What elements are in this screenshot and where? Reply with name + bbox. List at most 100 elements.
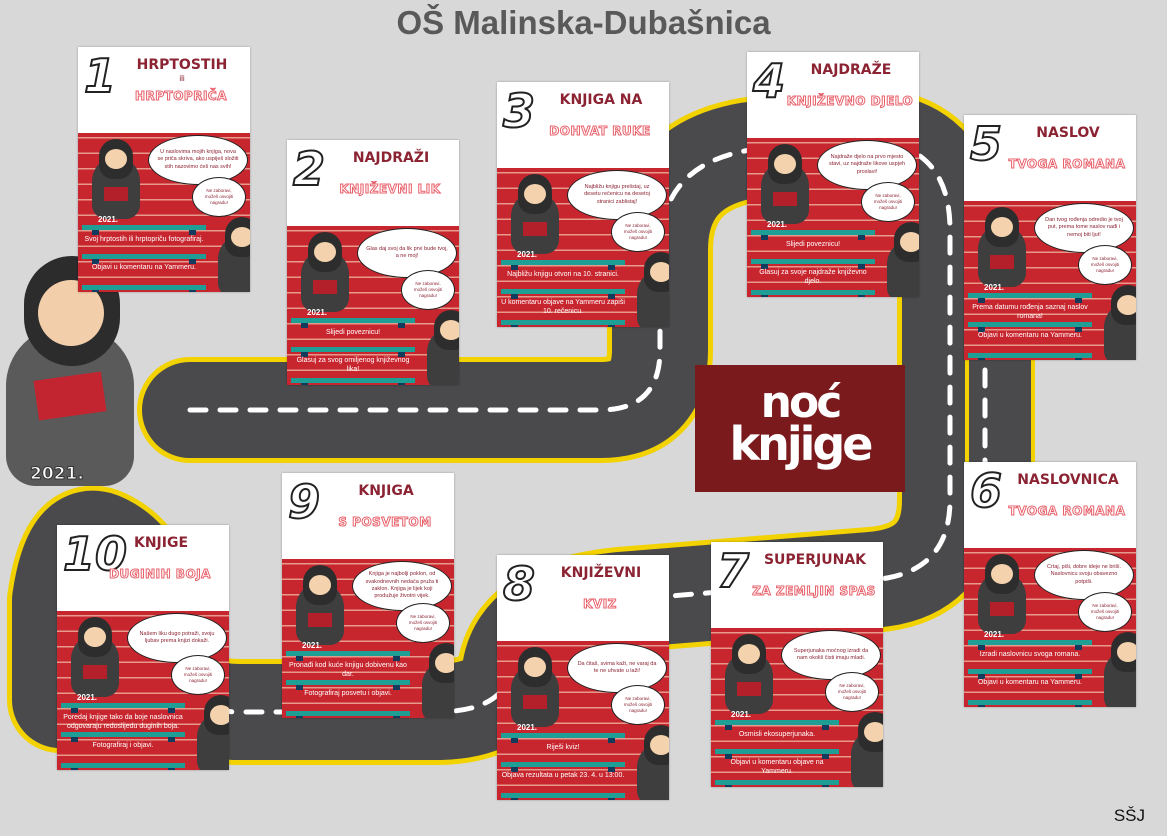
page-title: OŠ Malinska-Dubašnica <box>396 4 771 41</box>
shelf <box>968 700 1092 707</box>
card-title: NASLOVNICA <box>1017 472 1119 488</box>
card-subtitle: DOHVAT RUKE <box>549 124 651 139</box>
card-year: 2021. <box>302 641 323 650</box>
doll-icon <box>92 139 140 219</box>
card-number: 4 <box>752 53 786 109</box>
card-number: 1 <box>83 48 117 104</box>
reminder-bubble: Ne zaboravi, možeš osvojiti nagradu! <box>825 672 879 712</box>
small-doll-icon <box>422 643 454 718</box>
speech-bubble: Najbližu knjigu prelistaj, uz desetu reč… <box>567 170 667 220</box>
small-doll-icon <box>851 712 883 787</box>
challenge-card-8[interactable]: 8 KNJIŽEVNI KVIZ Da čitaš, svima kaži, n… <box>497 555 669 800</box>
speech-bubble: U naslovima mojih knjiga, nova se priča … <box>148 135 248 185</box>
shelf <box>715 780 839 787</box>
small-doll-icon <box>637 725 669 800</box>
challenge-card-4[interactable]: 4 NAJDRAŽE KNJIŽEVNO DJELO Najdraže djel… <box>747 52 919 297</box>
card-title: NASLOV <box>1036 125 1100 141</box>
shelf <box>291 318 415 328</box>
reminder-bubble: Ne zaboravi, možeš osvojiti nagradu! <box>401 270 455 310</box>
shelf <box>286 651 410 661</box>
challenge-card-10[interactable]: 10 KNJIGE DUGINIH BOJA Našem liku dugo p… <box>57 525 229 770</box>
card-step-2: Objavi u komentaru na Yammeru. <box>91 264 196 271</box>
doll-icon <box>511 647 559 727</box>
card-number: 2 <box>292 141 326 197</box>
challenge-card-7[interactable]: 7 SUPERJUNAK ZA ZEMLJIN SPAS Superjunaka… <box>711 542 883 787</box>
speech-bubble: Dan tvog rođenja odredio je tvoj put, pr… <box>1034 203 1134 253</box>
reminder-bubble: Ne zaboravi, možeš osvojiti nagradu! <box>1078 592 1132 632</box>
shelf <box>286 711 410 718</box>
card-subtitle: KNJIŽEVNI LIK <box>339 182 441 197</box>
card-year: 2021. <box>984 630 1005 639</box>
card-number: 6 <box>969 463 1003 519</box>
card-step-2: Glasuj za svog omiljenog književnog lika… <box>296 357 410 374</box>
card-step-1: Izradi naslovnicu svoga romana. <box>979 651 1081 658</box>
challenge-card-1[interactable]: 1 HRPTOSTIH ili HRPTOPRIČA U naslovima m… <box>78 47 250 292</box>
card-title: NAJDRAŽE <box>810 62 892 78</box>
speech-bubble: Našem liku dugo potraži, svoju ljubav pr… <box>127 613 227 663</box>
card-number: 3 <box>502 83 536 139</box>
card-year: 2021. <box>307 308 328 317</box>
card-subtitle: S POSVETOM <box>338 515 432 530</box>
shelf <box>751 259 875 269</box>
card-year: 2021. <box>517 723 538 732</box>
doll-icon <box>978 554 1026 634</box>
card-year: 2021. <box>98 215 119 224</box>
card-title: KNJIGE <box>133 535 189 551</box>
card-header <box>964 462 1136 548</box>
card-subtitle: ZA ZEMLJIN SPAS <box>752 584 876 599</box>
card-header <box>287 140 459 226</box>
shelf <box>82 254 206 264</box>
card-step-2: Fotografiraj posvetu i objavi. <box>304 690 392 697</box>
doll-icon <box>296 565 344 645</box>
challenge-card-3[interactable]: 3 KNJIGA NA DOHVAT RUKE Najbližu knjigu … <box>497 82 669 327</box>
shelf <box>501 289 625 299</box>
reminder-bubble: Ne zaboravi, možeš osvojiti nagradu! <box>192 177 246 217</box>
card-subtitle: TVOGA ROMANA <box>1008 157 1126 172</box>
card-title: HRPTOSTIH <box>136 57 228 73</box>
logo-line-2: knjige <box>729 417 873 471</box>
small-doll-icon <box>197 695 229 770</box>
reminder-bubble: Ne zaboravi, možeš osvojiti nagradu! <box>611 212 665 252</box>
small-doll-icon <box>637 252 669 327</box>
card-number: 5 <box>969 116 1003 172</box>
card-subtitle: HRPTOPRIČA <box>134 89 228 104</box>
shelf <box>751 290 875 297</box>
shelf <box>715 720 839 730</box>
shelf <box>82 225 206 235</box>
card-header <box>497 555 669 641</box>
card-step-1: Najbližu knjigu otvori na 10. stranici. <box>507 271 619 278</box>
challenge-card-5[interactable]: 5 NASLOV TVOGA ROMANA Dan tvog rođenja o… <box>964 115 1136 360</box>
challenge-card-9[interactable]: 9 KNJIGA S POSVETOM Knjiga je najbolji p… <box>282 473 454 718</box>
card-step-1: Slijedi poveznicu! <box>325 329 381 336</box>
shelf <box>751 230 875 240</box>
doll-icon <box>511 174 559 254</box>
shelf <box>286 680 410 690</box>
challenge-card-2[interactable]: 2 NAJDRAŽI KNJIŽEVNI LIK Glas daj svoj d… <box>287 140 459 385</box>
card-title: KNJIGA NA <box>559 92 643 108</box>
shelf <box>61 703 185 713</box>
card-header <box>57 525 229 611</box>
card-number: 8 <box>502 556 536 612</box>
shelf <box>501 733 625 743</box>
shelf <box>291 347 415 357</box>
shelf <box>968 293 1092 303</box>
card-number: 9 <box>287 474 321 530</box>
mascot-year: 2021. <box>30 464 85 485</box>
card-header <box>282 473 454 559</box>
shelf <box>501 320 625 327</box>
reminder-bubble: Ne zaboravi, možeš osvojiti nagradu! <box>611 685 665 725</box>
speech-bubble: Superjunaka moćnog izradi da nam okoliš … <box>781 630 881 680</box>
doll-icon <box>725 634 773 714</box>
challenge-card-6[interactable]: 6 NASLOVNICA TVOGA ROMANA Crtaj, piši, d… <box>964 462 1136 707</box>
speech-bubble: Glas daj svoj da lik prvi bude tvoj, a n… <box>357 228 457 278</box>
shelf <box>82 285 206 292</box>
signature: SŠJ <box>1113 806 1145 825</box>
reminder-bubble: Ne zaboravi, možeš osvojiti nagradu! <box>1078 245 1132 285</box>
logo-line-1: noć <box>760 377 843 428</box>
card-step-1: Osmisli ekosuperjunaka. <box>738 731 816 738</box>
shelf <box>291 378 415 385</box>
shelf <box>715 749 839 759</box>
card-step-2: Objavi u komentaru na Yammeru. <box>977 679 1082 686</box>
card-step-2: Objavi u komentaru objave na Yammeru. <box>730 759 824 776</box>
card-subtitle: KNJIŽEVNO DJELO <box>786 94 914 109</box>
